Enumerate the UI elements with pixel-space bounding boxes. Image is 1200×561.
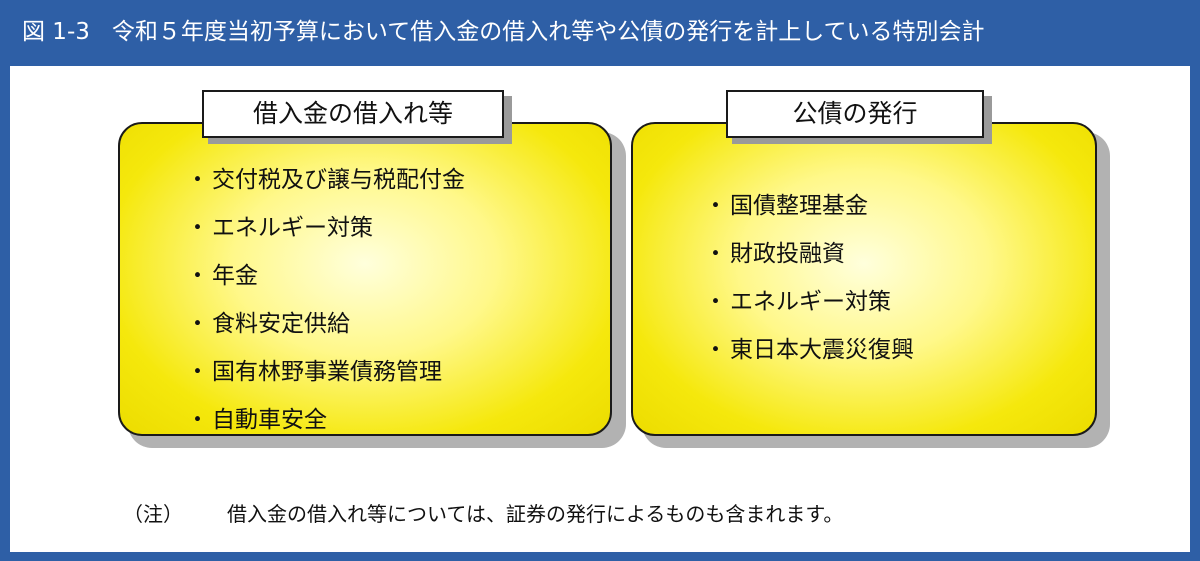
figure-number: 図 1-3 [22, 19, 90, 45]
figure-header: 図 1-3 令和５年度当初予算において借入金の借入れ等や公債の発行を計上している特… [0, 0, 1200, 64]
list-item: ・東日本大震災復興 [704, 337, 914, 363]
list-item: ・食料安定供給 [186, 311, 350, 337]
footnote-mark: （注） [123, 502, 183, 526]
right-box-label: 公債の発行 [726, 90, 984, 138]
right-item-list: ・国債整理基金 ・財政投融資 ・エネルギー対策 ・東日本大震災復興 [704, 189, 914, 381]
list-item: ・国債整理基金 [704, 193, 868, 219]
list-item: ・自動車安全 [186, 407, 327, 433]
figure-title: 令和５年度当初予算において借入金の借入れ等や公債の発行を計上している特別会計 [111, 19, 985, 45]
list-item: ・国有林野事業債務管理 [186, 359, 442, 385]
list-item: ・交付税及び譲与税配付金 [186, 167, 465, 193]
list-item: ・財政投融資 [704, 241, 845, 267]
diagram-panel: 借入金の借入れ等 ・交付税及び譲与税配付金 ・エネルギー対策 ・年金 ・食料安定… [10, 66, 1190, 552]
list-item: ・年金 [186, 263, 258, 289]
left-box [118, 122, 612, 436]
list-item: ・エネルギー対策 [704, 289, 891, 315]
left-box-label: 借入金の借入れ等 [202, 90, 504, 138]
list-item: ・エネルギー対策 [186, 215, 373, 241]
right-box [631, 122, 1097, 436]
footnote: （注） 借入金の借入れ等については、証券の発行によるものも含まれます。 [123, 498, 843, 527]
left-item-list: ・交付税及び譲与税配付金 ・エネルギー対策 ・年金 ・食料安定供給 ・国有林野事… [186, 163, 465, 451]
footnote-text: 借入金の借入れ等については、証券の発行によるものも含まれます。 [227, 502, 844, 526]
